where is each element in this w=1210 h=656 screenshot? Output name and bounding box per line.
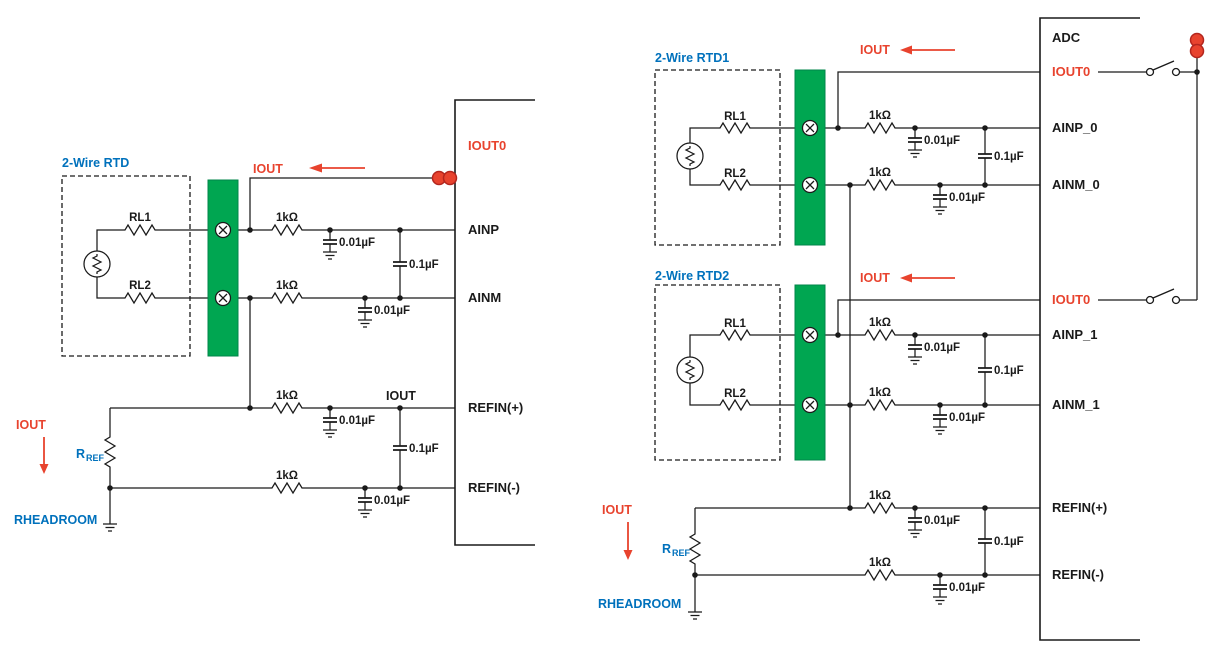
adc-title: ADC	[1052, 30, 1081, 45]
rl1-label: RL1	[724, 111, 746, 123]
resistor-value: 1kΩ	[869, 317, 891, 329]
right-circuit-wires	[689, 51, 1198, 612]
junction-dots	[107, 227, 403, 491]
rtd2-box-title: 2-Wire RTD2	[655, 269, 729, 283]
capacitor-value: 0.01µF	[924, 135, 960, 147]
iout-label-ch0: IOUT	[860, 43, 890, 57]
rtd-box-title: 2-Wire RTD	[62, 156, 129, 170]
right-components	[676, 60, 1175, 620]
rl2-label: RL2	[724, 168, 746, 180]
resistor-value: 1kΩ	[869, 110, 891, 122]
rref-subscript: REF	[672, 548, 691, 558]
pin-label-refin-plus: REFIN(+)	[1052, 500, 1107, 515]
rtd1-box-title: 2-Wire RTD1	[655, 51, 729, 65]
pin-label-ainm0: AINM_0	[1052, 177, 1100, 192]
pin-label-ainp1: AINP_1	[1052, 327, 1098, 342]
iout-ref-label: IOUT	[386, 389, 416, 403]
iout-arrow-top	[309, 163, 365, 173]
left-circuit: 2-Wire RTD RL1 RL2 IOUT IOUT0 1kΩ 0.01µF…	[14, 99, 535, 546]
capacitor-value: 0.01µF	[924, 515, 960, 527]
resistor-value: 1kΩ	[276, 390, 298, 402]
resistor-value: 1kΩ	[276, 470, 298, 482]
rheadroom-label: RHEADROOM	[14, 513, 97, 527]
iout-label-top: IOUT	[253, 162, 283, 176]
iout0-switch-ch0	[1145, 67, 1181, 77]
pin-label-iout0-ch0: IOUT0	[1052, 64, 1090, 79]
pin-label-iout0: IOUT0	[468, 138, 506, 153]
current-source-icon	[1189, 32, 1205, 59]
terminal-strip-2	[794, 284, 826, 461]
rref-label: R	[662, 542, 671, 556]
capacitor-value: 0.01µF	[374, 305, 410, 317]
rl1-label: RL1	[129, 212, 151, 224]
capacitor-icons	[322, 239, 408, 503]
pin-label-iout0-ch1: IOUT0	[1052, 292, 1090, 307]
pin-label-ainm1: AINM_1	[1052, 397, 1100, 412]
rref-label: R	[76, 447, 85, 461]
left-components	[83, 221, 408, 532]
pin-label-refin-minus: REFIN(-)	[468, 480, 520, 495]
iout-label-bottom: IOUT	[16, 418, 46, 432]
rheadroom-label: RHEADROOM	[598, 597, 681, 611]
right-circuit: ADC 2-Wire RTD1 IOUT IOUT0 RL1 RL2 1kΩ 0…	[598, 17, 1205, 641]
pin-label-refin-minus: REFIN(-)	[1052, 567, 1104, 582]
capacitor-value: 0.1µF	[409, 443, 439, 455]
iout-arrow-down	[623, 522, 633, 560]
iout-arrow-down	[39, 437, 49, 474]
capacitor-value: 0.1µF	[409, 259, 439, 271]
rl1-label: RL1	[724, 318, 746, 330]
resistor-value: 1kΩ	[276, 212, 298, 224]
rtd-enclosure-box	[61, 175, 191, 357]
rtd-sensor-icon	[83, 250, 111, 278]
resistor-icons	[104, 224, 307, 494]
capacitor-value: 0.01µF	[924, 342, 960, 354]
rref-subscript: REF	[86, 453, 105, 463]
pin-label-ainp0: AINP_0	[1052, 120, 1098, 135]
pin-label-refin-plus: REFIN(+)	[468, 400, 523, 415]
capacitor-value: 0.01µF	[949, 412, 985, 424]
adc-outline	[1039, 17, 1140, 641]
resistor-value: 1kΩ	[869, 557, 891, 569]
capacitor-value: 0.1µF	[994, 365, 1024, 377]
capacitor-value: 0.1µF	[994, 536, 1024, 548]
capacitor-value: 0.01µF	[339, 237, 375, 249]
pin-label-ainm: AINM	[468, 290, 501, 305]
rtd1-sensor-icon	[676, 142, 704, 170]
capacitor-value: 0.01µF	[949, 582, 985, 594]
capacitor-value: 0.01µF	[949, 192, 985, 204]
iout-arrow-ch1	[900, 273, 955, 283]
left-circuit-wires	[96, 177, 455, 524]
adc-outline	[454, 99, 535, 546]
iout0-switch-ch1	[1145, 295, 1181, 305]
iout-arrow-ch0	[900, 45, 955, 55]
resistor-value: 1kΩ	[276, 280, 298, 292]
resistor-value: 1kΩ	[869, 387, 891, 399]
capacitor-value: 0.01µF	[374, 495, 410, 507]
rtd2-sensor-icon	[676, 356, 704, 384]
resistor-value: 1kΩ	[869, 167, 891, 179]
iout-label-ch1: IOUT	[860, 271, 890, 285]
terminal-strip-1	[794, 69, 826, 246]
rtd2-enclosure-box	[654, 284, 781, 461]
rl2-label: RL2	[724, 388, 746, 400]
iout-label-bottom: IOUT	[602, 503, 632, 517]
capacitor-value: 0.01µF	[339, 415, 375, 427]
current-source-icon	[431, 170, 458, 186]
terminal-strip	[207, 179, 239, 357]
resistor-value: 1kΩ	[869, 490, 891, 502]
capacitor-value: 0.1µF	[994, 151, 1024, 163]
switch-blades	[1152, 60, 1175, 299]
pin-label-ainp: AINP	[468, 222, 499, 237]
rtd1-enclosure-box	[654, 69, 781, 246]
rl2-label: RL2	[129, 280, 151, 292]
